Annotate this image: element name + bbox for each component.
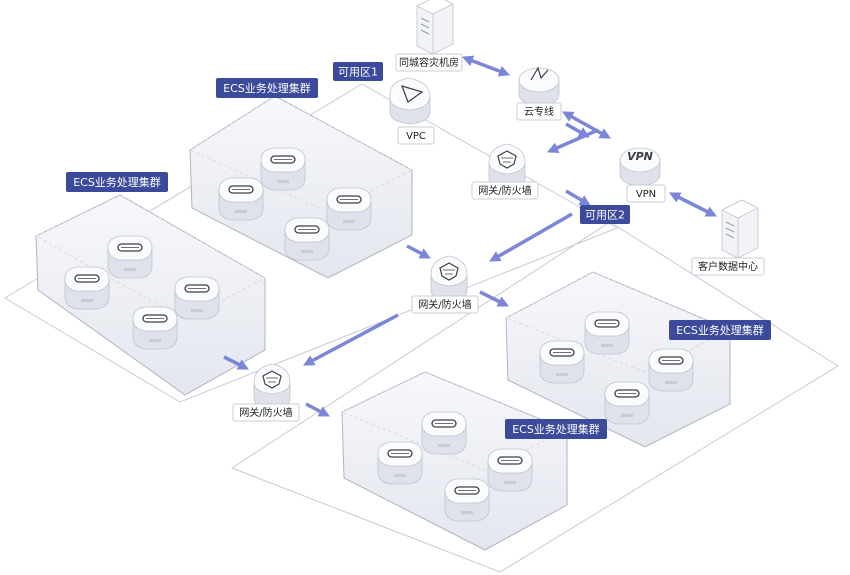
router-icon [518, 66, 560, 107]
gateway-label-2: 网关/防火墙 [411, 295, 479, 314]
svg-text:网关/防火墙: 网关/防火墙 [478, 184, 531, 197]
disaster-center-label: 同城容灾机房 [395, 53, 463, 72]
svg-text:网关/防火墙: 网关/防火墙 [239, 406, 292, 419]
cluster-box-1 [35, 194, 266, 396]
vpn-label: VPN [626, 184, 666, 203]
customer-dc-label: 客户数据中心 [691, 257, 765, 276]
svg-text:可用区2: 可用区2 [585, 209, 625, 222]
vpn-icon: VPN [619, 147, 661, 187]
cluster-tag-4: ECS业务处理集群 [505, 419, 607, 439]
vpc-label: VPC [397, 126, 435, 145]
svg-text:同城容灾机房: 同城容灾机房 [399, 56, 459, 69]
cloud-line-label: 云专线 [516, 102, 562, 121]
svg-text:客户数据中心: 客户数据中心 [698, 260, 758, 273]
svg-text:ECS业务处理集群: ECS业务处理集群 [223, 81, 311, 95]
cluster-tag-1: ECS业务处理集群 [66, 172, 168, 192]
firewall-icon [488, 143, 526, 189]
svg-text:网关/防火墙: 网关/防火墙 [418, 298, 471, 311]
svg-text:VPN: VPN [627, 150, 653, 163]
svg-text:ECS业务处理集群: ECS业务处理集群 [512, 422, 600, 436]
zone2-plane [230, 221, 839, 573]
svg-text:云专线: 云专线 [524, 105, 554, 118]
svg-text:ECS业务处理集群: ECS业务处理集群 [676, 323, 764, 337]
cluster-tag-3: ECS业务处理集群 [669, 320, 771, 340]
svg-text:可用区1: 可用区1 [338, 66, 378, 79]
server-rack-icon [416, 0, 454, 55]
svg-text:VPN: VPN [636, 189, 656, 200]
gateway-label-3: 网关/防火墙 [232, 403, 300, 422]
gateway-label-1: 网关/防火墙 [471, 181, 539, 200]
firewall-icon [430, 255, 468, 301]
vpc-icon [389, 77, 431, 125]
svg-text:VPC: VPC [406, 131, 426, 142]
cluster-tag-2: ECS业务处理集群 [216, 78, 318, 98]
server-rack-icon [721, 199, 759, 259]
zone1-tag: 可用区1 [333, 62, 383, 81]
arrow-connectors [223, 55, 718, 417]
zone2-tag: 可用区2 [580, 205, 630, 224]
firewall-icon [253, 363, 291, 409]
svg-text:ECS业务处理集群: ECS业务处理集群 [73, 175, 161, 189]
cluster-box-4 [341, 371, 568, 551]
